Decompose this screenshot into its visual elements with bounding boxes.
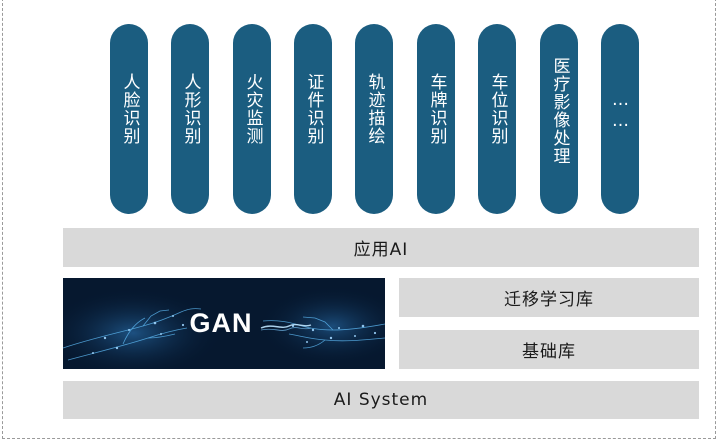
app-label: 车牌识别 bbox=[426, 73, 447, 145]
base-library: 基础库 bbox=[399, 330, 699, 369]
app-face-recognition: 人脸识别 bbox=[110, 24, 148, 214]
ai-system-label: AI System bbox=[333, 390, 429, 410]
app-id-document-recognition: 证件识别 bbox=[294, 24, 332, 214]
app-label: 人脸识别 bbox=[119, 73, 140, 145]
app-parking-space-recognition: 车位识别 bbox=[478, 24, 516, 214]
base-library-label: 基础库 bbox=[522, 342, 576, 362]
transfer-learning-library: 迁移学习库 bbox=[399, 278, 699, 317]
transfer-learning-label: 迁移学习库 bbox=[504, 290, 594, 310]
app-label: 证件识别 bbox=[303, 73, 324, 145]
app-label: 轨迹描绘 bbox=[364, 73, 385, 145]
gan-banner: GAN bbox=[63, 278, 385, 369]
app-license-plate-recognition: 车牌识别 bbox=[417, 24, 455, 214]
app-medical-imaging: 医疗影像处理 bbox=[540, 24, 578, 214]
app-human-shape-recognition: 人形识别 bbox=[171, 24, 209, 214]
app-fire-monitoring: 火灾监测 bbox=[233, 24, 271, 214]
app-more: …… bbox=[601, 24, 639, 214]
ai-system-layer: AI System bbox=[63, 381, 699, 419]
app-label: …… bbox=[610, 90, 631, 132]
app-label: 人形识别 bbox=[180, 73, 201, 145]
application-ai-label: 应用AI bbox=[353, 240, 409, 260]
application-ai-layer: 应用AI bbox=[63, 228, 699, 267]
app-label: 医疗影像处理 bbox=[549, 57, 570, 165]
app-label: 火灾监测 bbox=[242, 73, 263, 145]
app-trajectory-drawing: 轨迹描绘 bbox=[355, 24, 393, 214]
app-label: 车位识别 bbox=[487, 73, 508, 145]
gan-label: GAN bbox=[189, 308, 253, 338]
gan-hands-illustration bbox=[63, 286, 385, 369]
